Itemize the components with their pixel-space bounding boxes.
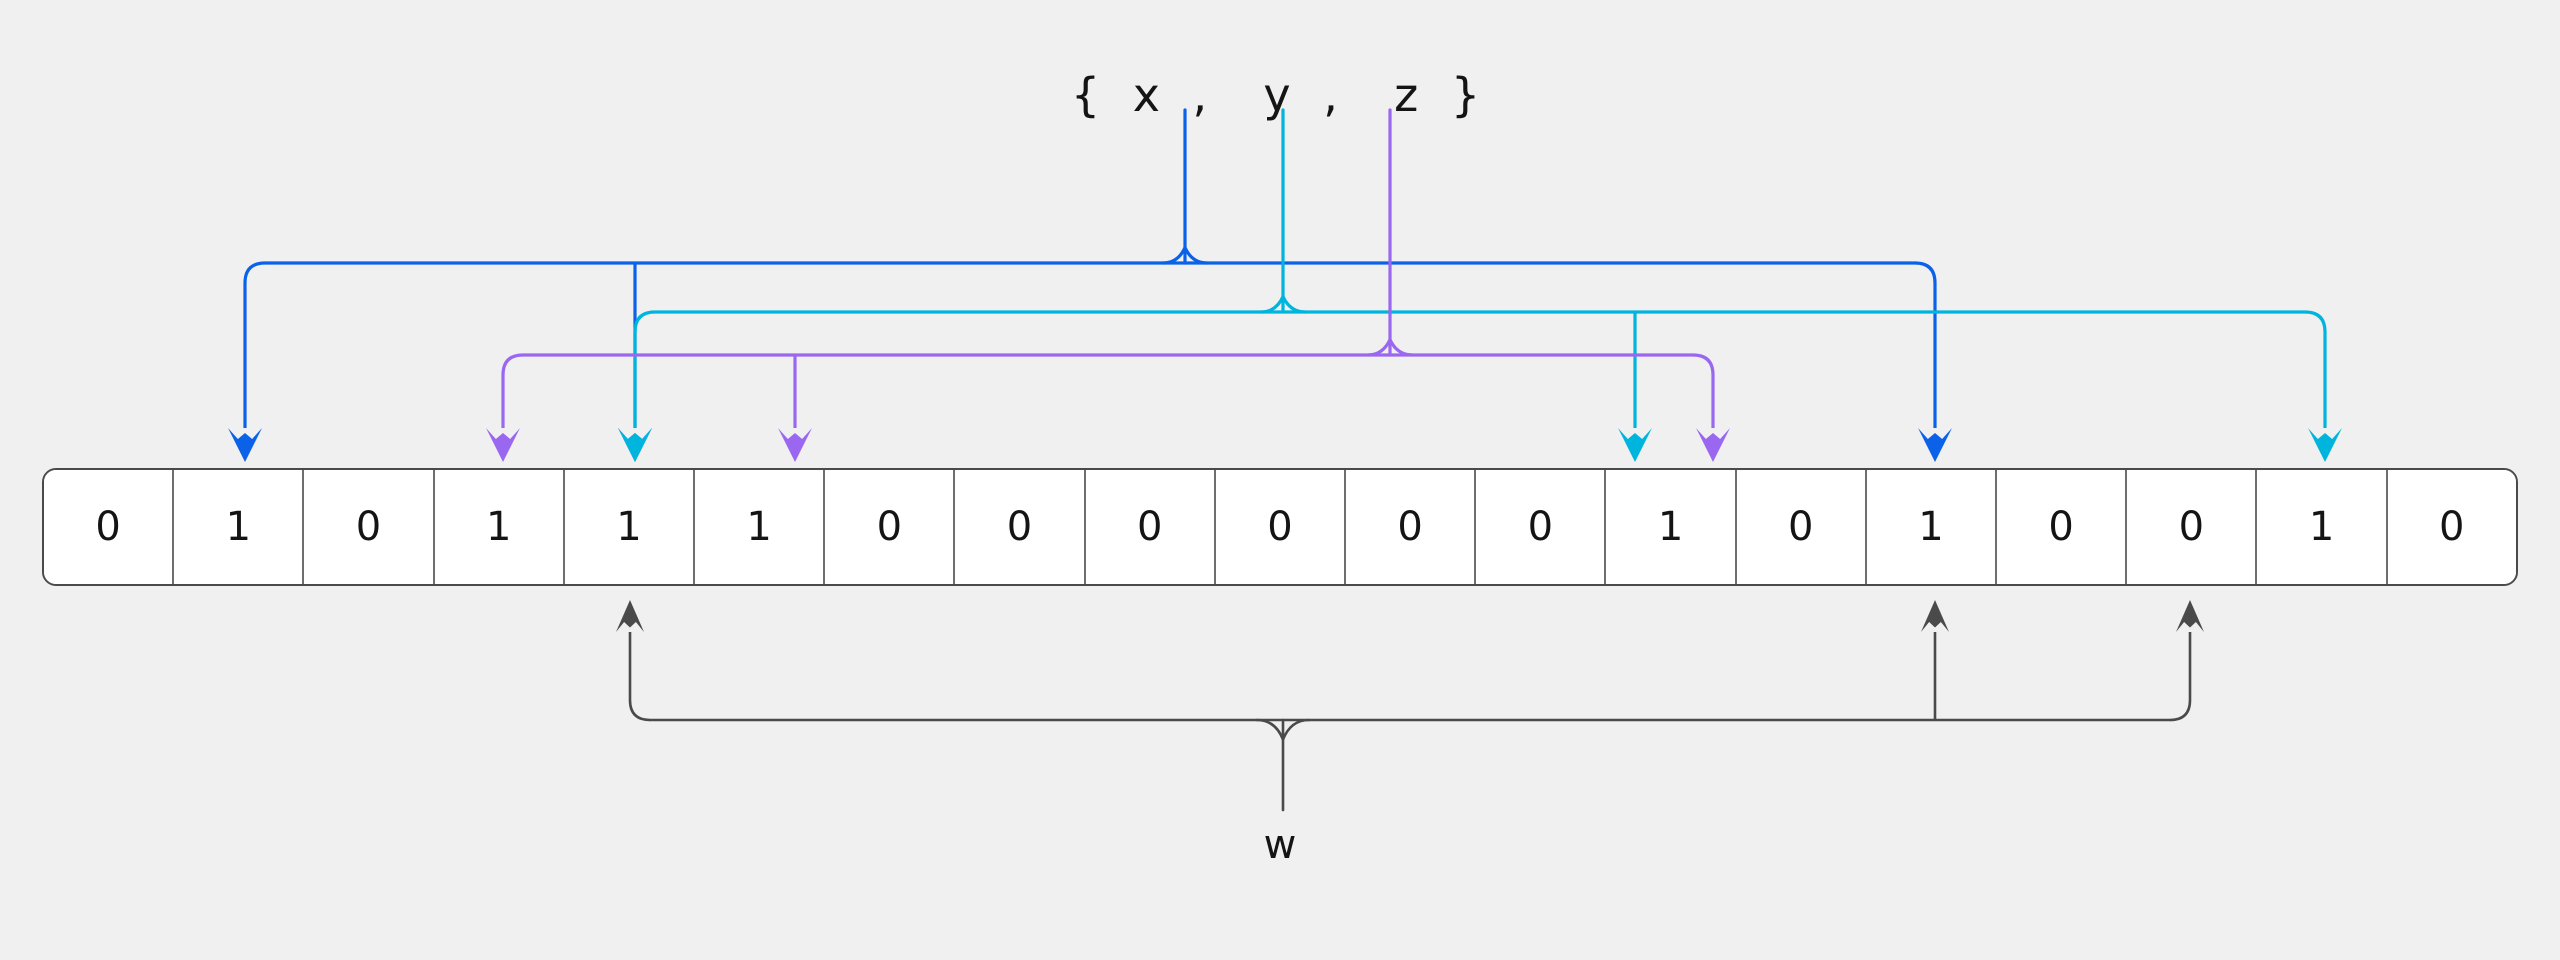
bit-cell[interactable]: 0 [825, 470, 956, 584]
drop-leg-y-2 [2304, 310, 2327, 428]
bit-cell[interactable]: 0 [1346, 470, 1477, 584]
bit-value: 0 [1137, 504, 1163, 550]
bit-cell[interactable]: 1 [1606, 470, 1737, 584]
arrowhead-down-z-2 [1696, 428, 1730, 462]
brace-tent-y [1259, 292, 1307, 314]
bit-value: 1 [746, 504, 772, 550]
bit-value: 0 [1267, 504, 1293, 550]
bit-value: 0 [1397, 504, 1423, 550]
arrowhead-down-z-0 [486, 428, 520, 462]
bit-value: 0 [2439, 504, 2465, 550]
bit-cell[interactable]: 0 [955, 470, 1086, 584]
bit-value: 0 [1788, 504, 1814, 550]
drop-leg-x-0 [243, 261, 266, 428]
bit-cell[interactable]: 0 [1476, 470, 1607, 584]
bit-cell[interactable]: 0 [2387, 470, 2516, 584]
window-tent [1255, 718, 1311, 743]
bit-array-container: 0 1 0 1 1 1 0 0 0 0 0 0 1 0 1 0 0 1 0 [42, 468, 2518, 586]
arrowhead-down-x-2 [1918, 428, 1952, 462]
bit-cell[interactable]: 0 [1997, 470, 2128, 584]
bit-value: 0 [355, 504, 382, 550]
brace-tent-x [1161, 243, 1209, 265]
bit-array: 0 1 0 1 1 1 0 0 0 0 0 0 1 0 1 0 0 1 0 [42, 468, 2518, 586]
window-leg-2 [2169, 632, 2192, 722]
bit-cell[interactable]: 0 [1215, 470, 1347, 584]
drop-leg-x-2 [1914, 261, 1937, 428]
bit-cell[interactable]: 0 [1085, 470, 1216, 584]
brace-tent-z [1366, 335, 1414, 357]
arrowhead-up-2 [2176, 600, 2204, 632]
bit-cell[interactable]: 0 [304, 470, 435, 584]
bit-cell[interactable]: 0 [44, 470, 175, 584]
bit-value: 0 [2178, 504, 2205, 550]
drop-leg-y-0 [633, 310, 656, 428]
arrowhead-down-y-1 [1618, 428, 1652, 462]
bit-value: 0 [1527, 504, 1554, 550]
arrowhead-up-0 [616, 600, 644, 632]
bit-value: 1 [616, 504, 642, 550]
bit-cell[interactable]: 1 [434, 470, 565, 584]
bit-cell[interactable]: 1 [174, 470, 305, 584]
arrowhead-down-y-0 [618, 428, 652, 462]
bit-cell[interactable]: 1 [695, 470, 826, 584]
bit-cell[interactable]: 0 [1736, 470, 1867, 584]
bit-value: 0 [876, 504, 903, 550]
bit-value: 1 [485, 504, 512, 550]
arrowhead-down-y-2 [2308, 428, 2342, 462]
bit-cell[interactable]: 1 [1866, 470, 1998, 584]
drop-leg-z-0 [501, 353, 524, 428]
hash-set-label: { x , y , z } [1070, 68, 1490, 122]
drop-leg-z-2 [1692, 353, 1715, 428]
bit-value: 1 [1657, 504, 1684, 550]
arrowhead-up-1 [1921, 600, 1949, 632]
bit-cell[interactable]: 1 [2257, 470, 2388, 584]
arrowhead-down-z-1 [778, 428, 812, 462]
bit-value: 1 [225, 504, 252, 550]
bit-cell[interactable]: 1 [564, 470, 696, 584]
bit-value: 1 [2308, 504, 2335, 550]
arrowhead-down-x-0 [228, 428, 262, 462]
bit-value: 0 [2048, 504, 2074, 550]
window-leg-0 [628, 632, 651, 722]
bit-cell[interactable]: 0 [2127, 470, 2258, 584]
bit-value: 0 [1006, 504, 1033, 550]
window-label: w [1263, 822, 1297, 868]
bit-value: 1 [1918, 504, 1944, 550]
arrowhead-down-x-1 [618, 428, 652, 462]
bit-value: 0 [95, 504, 121, 550]
